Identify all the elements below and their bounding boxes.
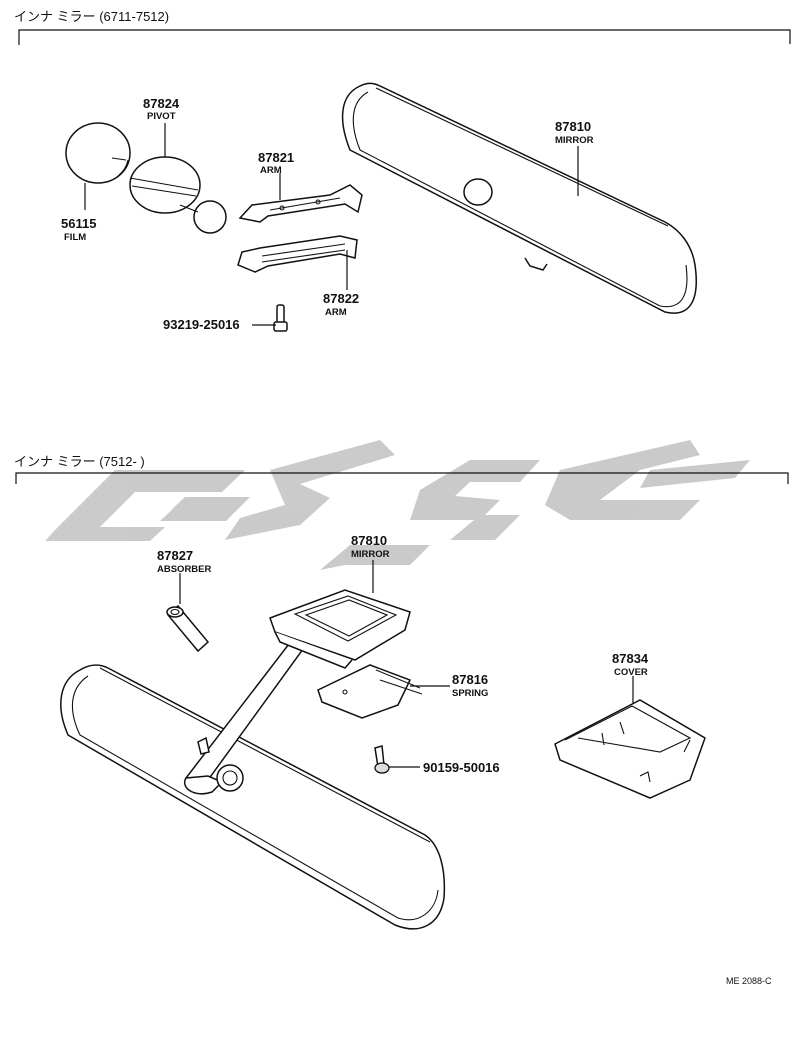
label-87824: 87824: [143, 96, 180, 111]
mirror-stem-part: [183, 639, 308, 795]
bolt-part: [273, 304, 288, 332]
label-87810-bottom: 87810: [351, 533, 387, 548]
label-87810-top: 87810: [555, 119, 591, 134]
spring-part: [317, 664, 423, 719]
label-mirror-bottom: MIRROR: [351, 549, 390, 560]
drawing-code: ME 2088-C: [726, 976, 772, 986]
label-93219-25016: 93219-25016: [163, 317, 240, 332]
label-arm-upper: ARM: [260, 165, 282, 176]
absorber-part: [166, 604, 210, 653]
arm-upper-part: [238, 184, 363, 223]
label-87827: 87827: [157, 548, 193, 563]
label-90159-50016: 90159-50016: [423, 760, 500, 775]
label-87834: 87834: [612, 651, 649, 666]
screw-part: [374, 745, 390, 774]
label-pivot: PIVOT: [147, 111, 176, 122]
label-absorber: ABSORBER: [157, 564, 212, 575]
label-arm-lower: ARM: [325, 307, 347, 318]
section-bracket-1: [18, 29, 791, 45]
label-spring: SPRING: [452, 688, 488, 699]
label-87816: 87816: [452, 672, 488, 687]
section-heading-2: インナ ミラー (7512- ): [14, 454, 145, 469]
arm-lower-part: [237, 235, 358, 273]
cover-part: [554, 699, 706, 799]
label-56115: 56115: [61, 216, 96, 231]
mount-plate-part: [269, 589, 411, 669]
section-heading-1: インナ ミラー (6711-7512): [14, 9, 169, 24]
label-87822: 87822: [323, 291, 359, 306]
pivot-part: [129, 156, 227, 234]
label-film: FILM: [64, 232, 86, 243]
label-mirror-top: MIRROR: [555, 135, 594, 146]
label-87821: 87821: [258, 150, 294, 165]
mirror-top-part: [341, 82, 697, 314]
section-bracket-2: [15, 472, 789, 484]
mirror-bottom-part: [60, 664, 446, 930]
film-part: [65, 122, 131, 184]
watermark-logo: [45, 440, 750, 570]
label-cover: COVER: [614, 667, 648, 678]
